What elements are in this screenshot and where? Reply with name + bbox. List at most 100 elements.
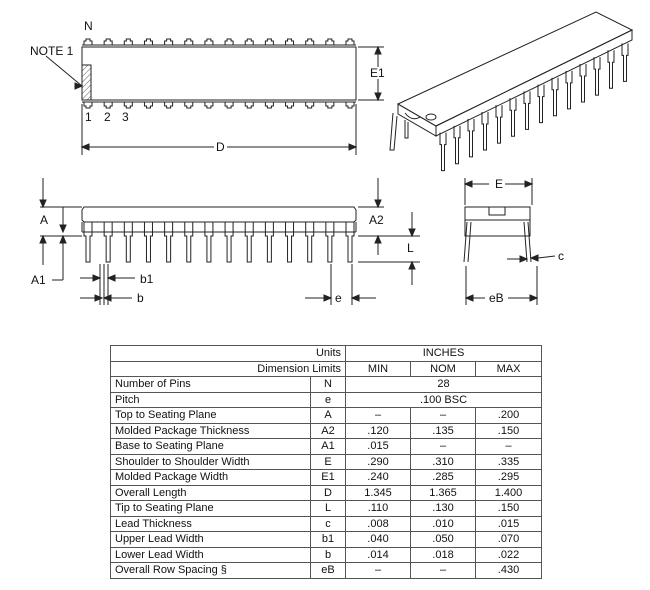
- table-row: Overall Row Spacing §eB––.430: [110, 562, 542, 579]
- units-value: INCHES: [345, 345, 542, 362]
- label-c: c: [558, 249, 564, 263]
- pin1-marker-hatch: [81, 64, 92, 101]
- note-arrow: [74, 82, 84, 90]
- top-pin: [184, 38, 194, 45]
- row-min: .240: [345, 469, 411, 486]
- arrow-head: [374, 199, 382, 209]
- dimension-table: Units INCHES Dimension Limits MIN NOM MA…: [110, 345, 542, 579]
- arrow-head: [374, 92, 382, 102]
- label-A: A: [40, 213, 49, 227]
- row-min: –: [345, 407, 411, 424]
- row-nom: –: [410, 438, 476, 455]
- 3d-top-face: [396, 11, 634, 127]
- side-pin: [224, 222, 234, 263]
- top-pin: [164, 38, 174, 45]
- row-nom: .310: [410, 453, 476, 470]
- bottom-pin: [224, 102, 234, 109]
- side-pin: [325, 222, 335, 263]
- row-symbol: L: [310, 500, 346, 517]
- arrow-head: [408, 260, 416, 270]
- label-N: N: [84, 19, 93, 33]
- row-symbol: A: [310, 407, 346, 424]
- bottom-pin: [123, 102, 133, 109]
- label-pin-1: 1: [85, 110, 92, 124]
- arrow-head: [350, 294, 360, 302]
- side-pin: [285, 222, 295, 263]
- top-pin: [83, 38, 93, 45]
- row-name: Pitch: [110, 391, 311, 408]
- label-E: E: [493, 177, 506, 191]
- arrow-head: [92, 274, 102, 282]
- side-pin: [83, 222, 93, 263]
- row-max: .015: [475, 515, 542, 532]
- arrow-head: [106, 274, 116, 282]
- arrow-head: [408, 228, 416, 238]
- side-pin: [244, 222, 254, 263]
- bottom-pin: [264, 102, 274, 109]
- 3d-front-pin: [495, 105, 503, 144]
- row-name: Top to Seating Plane: [110, 407, 311, 424]
- top-pin: [224, 38, 234, 45]
- 3d-front-pin: [621, 43, 629, 82]
- dimension-limits-label: Dimension Limits: [110, 360, 346, 377]
- side-pin: [123, 222, 133, 263]
- row-symbol: A2: [310, 422, 346, 439]
- row-name: Upper Lead Width: [110, 531, 311, 548]
- arrow-head: [464, 294, 474, 302]
- row-min: .110: [345, 500, 411, 517]
- row-min: 1.345: [345, 484, 411, 501]
- top-pin: [264, 38, 274, 45]
- 3d-front-pin: [453, 125, 461, 165]
- row-max: .200: [475, 407, 542, 424]
- row-symbol: E: [310, 453, 346, 470]
- row-symbol: b: [310, 546, 346, 563]
- 3d-front-pin: [551, 77, 559, 117]
- bottom-pin: [143, 102, 153, 109]
- side-pin: [204, 222, 214, 263]
- row-name: Tip to Seating Plane: [110, 500, 311, 517]
- col-max: MAX: [475, 360, 542, 377]
- row-min: –: [345, 562, 411, 579]
- row-nom: 1.365: [410, 484, 476, 501]
- arrow-head: [463, 180, 473, 188]
- row-name: Lead Thickness: [110, 515, 311, 532]
- top-pin: [345, 38, 355, 45]
- label-A2: A2: [369, 213, 384, 227]
- row-nom: .010: [410, 515, 476, 532]
- row-nom: .135: [410, 422, 476, 439]
- bottom-pin: [244, 102, 254, 109]
- row-min: .120: [345, 422, 411, 439]
- top-pin: [123, 38, 133, 45]
- row-name: Lower Lead Width: [110, 546, 311, 563]
- bottom-pin: [325, 102, 335, 109]
- top-pin: [103, 38, 113, 45]
- arrow-head: [529, 294, 539, 302]
- 3d-front-pin: [579, 64, 587, 103]
- end-notch: [488, 206, 506, 216]
- row-symbol: e: [310, 391, 346, 408]
- row-max: 1.400: [475, 484, 542, 501]
- table-header-limits: Dimension Limits MIN NOM MAX: [110, 360, 542, 377]
- row-value: 28: [345, 376, 542, 393]
- row-name: Overall Length: [110, 484, 311, 501]
- arrow-head: [348, 143, 358, 151]
- 3d-front-pin: [509, 98, 517, 137]
- arrow-head: [524, 180, 534, 188]
- label-pin-3: 3: [122, 110, 129, 124]
- 3d-front-pin: [565, 70, 573, 110]
- label-eB: eB: [487, 291, 506, 305]
- label-A1: A1: [31, 273, 46, 287]
- row-nom: .018: [410, 546, 476, 563]
- row-min: .014: [345, 546, 411, 563]
- top-pin: [244, 38, 254, 45]
- col-nom: NOM: [410, 360, 476, 377]
- row-max: .430: [475, 562, 542, 579]
- bottom-pin: [305, 102, 315, 109]
